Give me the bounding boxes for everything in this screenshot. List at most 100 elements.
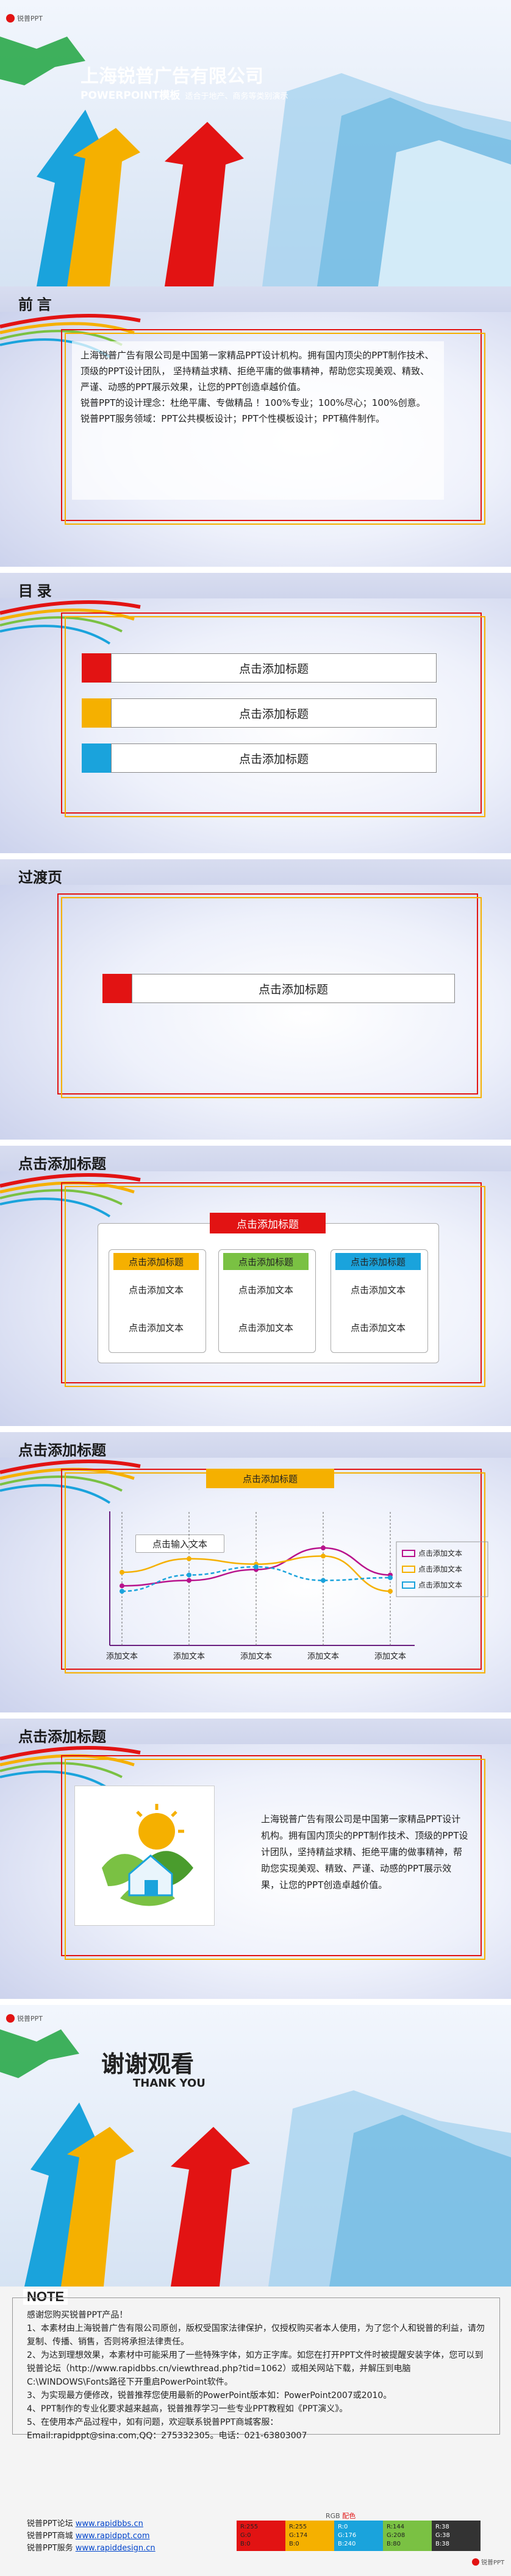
note-footer-logo: 锐普PPT <box>472 2557 504 2566</box>
structure-column-2-line-2: 点击添加文本 <box>238 1322 293 1333</box>
structure-column-3-head[interactable]: 点击添加标题 <box>335 1253 421 1270</box>
link-row-3: 锐普PPT服务 www.rapiddesign.cn <box>27 2544 155 2553</box>
data-point <box>120 1570 124 1575</box>
structure-column-1-line-2: 点击添加文本 <box>128 1322 184 1333</box>
legend-label: 点击添加文本 <box>418 1564 462 1574</box>
cover-arrows-graphic <box>0 37 511 286</box>
palette-value: R:38 <box>435 2524 449 2530</box>
structure-column-2-head[interactable]: 点击添加标题 <box>223 1253 309 1270</box>
palette-value: R:144 <box>387 2524 405 2530</box>
logo-mark-icon <box>6 14 15 23</box>
toc-item-2[interactable]: 点击添加标题 <box>111 698 437 728</box>
line-chart: 添加文本添加文本添加文本添加文本添加文本点击添加文本点击添加文本点击添加文本 <box>106 1511 488 1661</box>
x-tick-label: 添加文本 <box>240 1652 272 1661</box>
structure-header[interactable]: 点击添加标题 <box>210 1213 326 1233</box>
cover-subtitle-main: POWERPOINT模板 <box>80 90 180 102</box>
cover-subtitle-sub: 适合于地产、商务等类别演示 <box>185 92 288 101</box>
slide-title: 过渡页 <box>18 870 62 886</box>
note-frame <box>12 2297 500 2435</box>
preface-paragraph-1: 上海锐普广告有限公司是中国第一家精品PPT设计机构。拥有国内顶尖的PPT制作技术… <box>80 350 434 392</box>
preface-textbox: 上海锐普广告有限公司是中国第一家精品PPT设计机构。拥有国内顶尖的PPT制作技术… <box>72 341 444 500</box>
frame-red <box>61 1182 482 1383</box>
eco-image <box>74 1786 215 1926</box>
structure-column-3-line-2: 点击添加文本 <box>350 1322 406 1333</box>
palette-value: G:208 <box>387 2532 406 2539</box>
frame-red <box>61 1755 482 1956</box>
legend-swatch <box>402 1566 415 1573</box>
thanks-main: 谢谢观看 <box>101 2052 195 2077</box>
note-line-4: 4、PPT制作的专业化要求越来越高，锐普推荐学习一些专业PPT教程如《PPT演义… <box>27 2404 348 2414</box>
data-point <box>321 1545 326 1550</box>
slide-title: 点击添加标题 <box>18 1442 106 1459</box>
structure-slide: 点击添加标题 点击添加标题 点击添加标题 点击添加文本 点击添加文本 点击添加标… <box>0 1146 511 1426</box>
slide-title: 点击添加标题 <box>18 1729 106 1745</box>
transition-chip <box>102 974 132 1003</box>
legend-swatch <box>402 1550 415 1557</box>
data-point <box>388 1589 393 1594</box>
legend-box <box>396 1541 488 1597</box>
data-point <box>388 1575 393 1580</box>
x-tick-label: 添加文本 <box>106 1652 138 1661</box>
palette-value: B:0 <box>289 2541 299 2547</box>
forum-link[interactable]: www.rapidbbs.cn <box>75 2519 143 2528</box>
note-line-2: 2、为达到理想效果，本素材中可能采用了一些特殊字体，如方正字库。如您在打开PPT… <box>27 2351 484 2387</box>
note-links: 锐普PPT论坛 www.rapidbbs.cn 锐普PPT商城 www.rapi… <box>27 2518 155 2555</box>
data-point <box>321 1578 326 1583</box>
x-tick-label: 添加文本 <box>374 1652 406 1661</box>
structure-column-2-line-1: 点击添加文本 <box>238 1285 293 1296</box>
intro-paragraph: 上海锐普广告有限公司是中国第一家精品PPT设计机构。拥有国内顶尖的PPT制作技术… <box>261 1814 468 1890</box>
note-line-1: 1、本素材由上海锐普广告有限公司原创，版权受国家法律保护，仅授权购买者本人使用，… <box>27 2324 485 2347</box>
frame-red <box>61 612 482 814</box>
x-tick-label: 添加文本 <box>173 1652 205 1661</box>
shop-link[interactable]: www.rapidppt.com <box>75 2532 150 2541</box>
note-section: NOTE 感谢您购买锐普PPT产品！ 1、本素材由上海锐普广告有限公司原创，版权… <box>0 2287 511 2576</box>
logo-mark-icon <box>6 2014 15 2023</box>
service-link[interactable]: www.rapiddesign.cn <box>75 2544 155 2553</box>
toc-item-3[interactable]: 点击添加标题 <box>111 743 437 773</box>
palette-value: G:176 <box>338 2532 357 2539</box>
thanks-arrows-graphic <box>0 2029 511 2287</box>
frame-yellow <box>65 1759 485 1960</box>
frame-yellow <box>65 1186 485 1387</box>
slide-title: 目 录 <box>18 583 52 600</box>
palette-value: G:38 <box>435 2532 450 2539</box>
transition-item[interactable]: 点击添加标题 <box>132 974 455 1003</box>
thanks-slide: 锐普PPT 谢谢观看 THANK YOU <box>0 2005 511 2287</box>
chart-header[interactable]: 点击添加标题 <box>206 1469 334 1488</box>
legend-label: 点击添加文本 <box>418 1549 462 1558</box>
eco-house-icon <box>102 1804 193 1906</box>
palette-value: B:38 <box>435 2541 449 2547</box>
intro-slide: 点击添加标题 上海锐普广告有限公司是中国第一家精品PPT设计机构。拥有国内顶尖的… <box>0 1719 511 1999</box>
palette-value: G:174 <box>289 2532 308 2539</box>
data-point <box>254 1564 259 1570</box>
series-line <box>121 1547 391 1587</box>
palette-value: B:0 <box>240 2541 251 2547</box>
preface-paragraph-2: 锐普PPT的设计理念：杜绝平庸、专做精品 ！100%专业；100%尽心；100%… <box>80 397 426 408</box>
palette-value: R:255 <box>289 2524 307 2530</box>
slide-title: 前 言 <box>18 297 52 313</box>
structure-column-1-head[interactable]: 点击添加标题 <box>113 1253 199 1270</box>
palette-value: B:240 <box>338 2541 356 2547</box>
note-line-0: 感谢您购买锐普PPT产品！ <box>27 2310 128 2320</box>
chart-callout[interactable]: 点击输入文本 <box>135 1535 224 1553</box>
frame-yellow <box>61 897 482 1098</box>
link-row-1: 锐普PPT论坛 www.rapidbbs.cn <box>27 2519 143 2528</box>
preface-slide: 前 言 上海锐普广告有限公司是中国第一家精品PPT设计机构。拥有国内顶尖的PPT… <box>0 286 511 567</box>
cover-subtitle: POWERPOINT模板 适合于地产、商务等类别演示 <box>80 87 288 102</box>
link-row-2: 锐普PPT商城 www.rapidppt.com <box>27 2532 150 2541</box>
note-line-3: 3、为实现最方便修改，锐普推荐您使用最新的PowerPoint版本如：Power… <box>27 2391 392 2400</box>
company-title: 上海锐普广告有限公司 <box>80 66 263 87</box>
data-point <box>187 1578 191 1583</box>
chart-slide: 点击添加标题 点击添加标题 点击输入文本 添加文本 添加文本 添加文本 添加文本 添加文… <box>0 1432 511 1712</box>
x-tick-label: 添加文本 <box>307 1652 339 1661</box>
palette-value: G:0 <box>240 2532 251 2539</box>
cover-logo: 锐普PPT <box>6 13 43 23</box>
thanks-logo: 锐普PPT <box>6 2014 43 2023</box>
structure-column-3-line-1: 点击添加文本 <box>350 1285 406 1296</box>
toc-item-1[interactable]: 点击添加标题 <box>111 653 437 683</box>
